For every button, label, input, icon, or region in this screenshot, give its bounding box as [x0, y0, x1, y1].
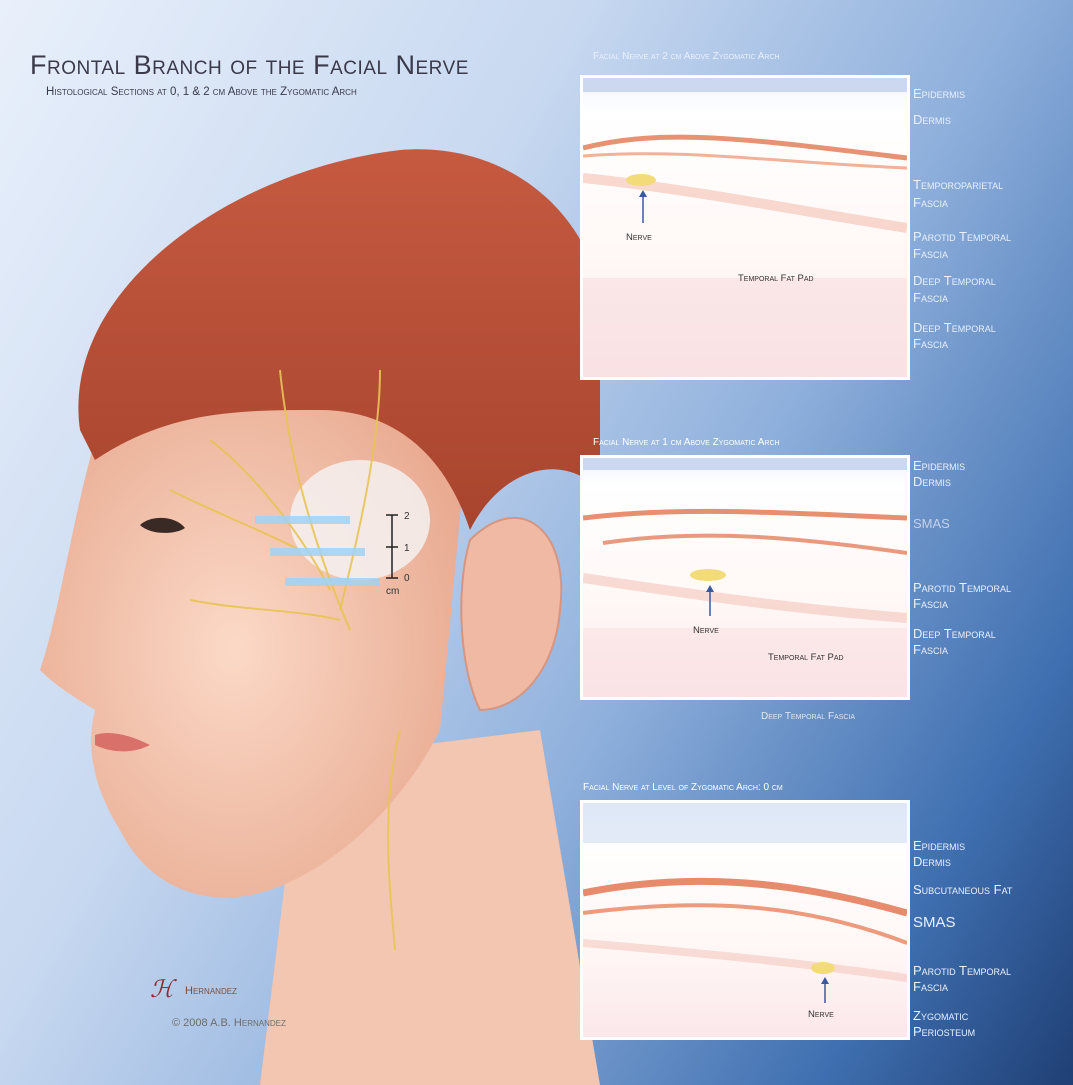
panel-1-layer: Fascia: [913, 195, 1073, 210]
panel-3-layer: Subcutaneous Fat: [913, 882, 1073, 897]
copyright-text: © 2008 A.B. Hernandez: [172, 1017, 286, 1029]
panel-2-layer: Parotid Temporal: [913, 580, 1073, 595]
panel-3-nerve-label: Nerve: [808, 1009, 834, 1020]
signature-mark: ℋ: [150, 975, 174, 1003]
panel-3-layer: SMAS: [913, 915, 1073, 930]
panel-1-layer: Deep Temporal: [913, 273, 1073, 288]
panel-1-layer: Fascia: [913, 336, 1073, 351]
panel-1-layer: Fascia: [913, 246, 1073, 261]
panel-2-layer: Dermis: [913, 474, 1073, 489]
panel-1-layer: Deep Temporal: [913, 320, 1073, 335]
panel-2-layer: SMAS: [913, 516, 1073, 531]
panel-1-fat-pad-label: Temporal Fat Pad: [738, 273, 814, 284]
panel-2-fat-pad-label: Temporal Fat Pad: [768, 652, 844, 663]
panel-3-layer: Fascia: [913, 979, 1073, 994]
panel-2-caption: Facial Nerve at 1 cm Above Zygomatic Arc…: [593, 437, 780, 448]
histology-panel-2cm: Nerve Temporal Fat Pad: [580, 75, 910, 380]
page-title: Frontal Branch of the Facial Nerve: [30, 50, 469, 81]
panel-2-layer: Deep Temporal: [913, 626, 1073, 641]
scale-mark-2: 2: [404, 511, 410, 522]
panel-3-layer: Zygomatic: [913, 1008, 1073, 1023]
panel-2-layer: Fascia: [913, 642, 1073, 657]
panel-2-footer: Deep Temporal Fascia: [761, 711, 855, 722]
panel-1-layer: Temporoparietal: [913, 177, 1073, 192]
histology-panel-1cm: Nerve Temporal Fat Pad: [580, 455, 910, 700]
panel-2-layer: Fascia: [913, 596, 1073, 611]
panel-3-layer: Parotid Temporal: [913, 963, 1073, 978]
panel-2-layer: Epidermis: [913, 458, 1073, 473]
signature-name: Hernandez: [185, 985, 237, 997]
scale-mark-0: 0: [404, 573, 410, 584]
panel-1-caption: Facial Nerve at 2 cm Above Zygomatic Arc…: [593, 51, 780, 62]
panel-3-layer: Epidermis: [913, 838, 1073, 853]
histology-panel-0cm: Nerve: [580, 800, 910, 1040]
panel-1-layer: Epidermis: [913, 86, 1073, 101]
panel-2-nerve-label: Nerve: [693, 625, 719, 636]
panel-1-layer: Parotid Temporal: [913, 229, 1073, 244]
panel-1-layer: Dermis: [913, 112, 1073, 127]
panel-3-caption: Facial Nerve at Level of Zygomatic Arch:…: [583, 782, 783, 793]
panel-1-layer: Fascia: [913, 290, 1073, 305]
page-subtitle: Histological Sections at 0, 1 & 2 cm Abo…: [46, 86, 357, 98]
scale-unit: cm: [386, 586, 399, 597]
head-illustration: [0, 110, 600, 1085]
panel-1-nerve-label: Nerve: [626, 232, 652, 243]
panel-3-layer: Periosteum: [913, 1024, 1073, 1039]
panel-3-layer: Dermis: [913, 854, 1073, 869]
scale-mark-1: 1: [404, 543, 410, 554]
